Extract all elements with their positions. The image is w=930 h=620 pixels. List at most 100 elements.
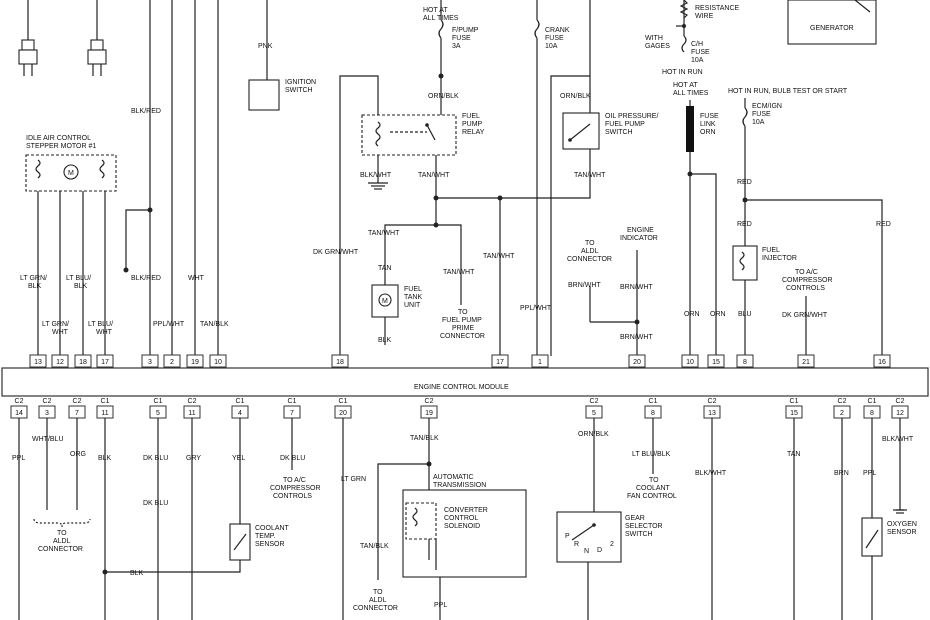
svg-text:PPL/WHT: PPL/WHT bbox=[520, 305, 552, 312]
svg-text:DK GRN/WHT: DK GRN/WHT bbox=[782, 312, 828, 319]
engine-control-module: ENGINE CONTROL MODULE bbox=[1, 367, 929, 397]
ecm-bottom-pin-number: 11 bbox=[101, 410, 108, 417]
oxygen-sensor bbox=[861, 517, 883, 557]
svg-text:LT BLU/BLK: LT BLU/BLK bbox=[632, 451, 671, 458]
gear-selector-switch bbox=[556, 511, 622, 563]
ecm-bottom-pin-connector: C1 bbox=[790, 398, 799, 405]
ecm-top-pin-number: 16 bbox=[878, 359, 886, 366]
ecm-bottom-pin-number: 5 bbox=[156, 410, 160, 417]
ecm-top-pin bbox=[74, 354, 92, 368]
svg-text:DK GRN/WHT: DK GRN/WHT bbox=[313, 249, 359, 256]
svg-text:WHT/BLU: WHT/BLU bbox=[32, 436, 64, 443]
ecm-bottom-pin-connector: C2 bbox=[838, 398, 847, 405]
ecm-top-pin bbox=[51, 354, 69, 368]
ecm-top-pin-number: 21 bbox=[802, 359, 810, 366]
svg-text:M: M bbox=[382, 298, 388, 305]
red-3: RED bbox=[876, 221, 891, 228]
brn-wht-2: BRN/WHT bbox=[620, 284, 653, 291]
svg-text:YEL: YEL bbox=[232, 455, 245, 462]
fuel-pump-relay bbox=[361, 114, 457, 156]
gear-r: R bbox=[574, 541, 579, 548]
svg-text:ORN: ORN bbox=[684, 311, 700, 318]
ecm-top-pin-number: 18 bbox=[79, 359, 87, 366]
ecm-top-pin-number: 8 bbox=[743, 359, 747, 366]
ecm-bottom-pin-number: 12 bbox=[896, 410, 904, 417]
red-2: RED bbox=[737, 221, 752, 228]
ecm-bottom-pin-connector: C2 bbox=[15, 398, 24, 405]
hot-in-run-bulb-label: HOT IN RUN, BULB TEST OR START bbox=[728, 88, 848, 95]
ecm-top-pin bbox=[491, 354, 509, 368]
svg-text:BRN: BRN bbox=[834, 470, 849, 477]
ecm-bottom-pin-number: 2 bbox=[840, 410, 844, 417]
ecm-top-pin-number: 20 bbox=[633, 359, 641, 366]
svg-text:TAN/BLK: TAN/BLK bbox=[410, 435, 439, 442]
ecm-bottom-pin-connector: C1 bbox=[339, 398, 348, 405]
ecm-bottom-pin-connector: C2 bbox=[73, 398, 82, 405]
svg-text:DK BLU: DK BLU bbox=[280, 455, 305, 462]
ecm-top-pin-number: 17 bbox=[496, 359, 504, 366]
ecm-bottom-pin-connector: C2 bbox=[590, 398, 599, 405]
ecm-bottom-pin-number: 5 bbox=[592, 410, 596, 417]
blk-wht-relay: BLK/WHT bbox=[360, 172, 392, 179]
ecm-bottom-pin-number: 14 bbox=[15, 410, 23, 417]
svg-text:BLK/WHT: BLK/WHT bbox=[695, 470, 727, 477]
tan-label: TAN bbox=[378, 265, 391, 272]
ecm-bottom-pin-connector: C1 bbox=[288, 398, 297, 405]
ecm-top-pin-number: 2 bbox=[170, 359, 174, 366]
ecm-top-pin bbox=[209, 354, 227, 368]
generator: GENERATOR bbox=[787, 0, 877, 45]
red-1: RED bbox=[737, 179, 752, 186]
ecm-top-pin bbox=[141, 354, 159, 368]
ecm-bottom-pin-connector: C1 bbox=[154, 398, 163, 405]
ecm-top-pin-number: 10 bbox=[686, 359, 694, 366]
svg-text:M: M bbox=[68, 170, 74, 177]
ecm-top-pin bbox=[29, 354, 47, 368]
ecm-bottom-pin-number: 15 bbox=[790, 410, 798, 417]
ecm-title: ENGINE CONTROL MODULE bbox=[414, 384, 509, 391]
svg-text:WHT: WHT bbox=[188, 275, 205, 282]
svg-text:LT GRN/BLK: LT GRN/BLK bbox=[20, 275, 47, 290]
ecm-bottom-pin-number: 11 bbox=[188, 410, 195, 417]
blk-label: BLK bbox=[378, 337, 392, 344]
tan-wht-relay: TAN/WHT bbox=[418, 172, 450, 179]
gear-n: N bbox=[584, 548, 589, 555]
ppl-lower: PPL bbox=[434, 602, 447, 609]
tan-wht-4: TAN/WHT bbox=[483, 253, 515, 260]
ecm-bottom-pin-number: 4 bbox=[238, 410, 242, 417]
ecm-bottom-pin-connector: C1 bbox=[868, 398, 877, 405]
ecm-top-pin bbox=[736, 354, 754, 368]
ecm-top-pin-number: 17 bbox=[101, 359, 109, 366]
ecm-bottom-pin-number: 3 bbox=[45, 410, 49, 417]
ecm-bottom-pin-number: 13 bbox=[708, 410, 716, 417]
svg-text:TAN: TAN bbox=[787, 451, 800, 458]
ecm-top-pin bbox=[681, 354, 699, 368]
ecm-top-pin-number: 10 bbox=[214, 359, 222, 366]
tan-wht-2: TAN/WHT bbox=[368, 230, 400, 237]
tan-wht-switch: TAN/WHT bbox=[574, 172, 606, 179]
svg-text:LT BLU/WHT: LT BLU/WHT bbox=[88, 321, 113, 336]
orn-blk-2: ORN/BLK bbox=[560, 93, 591, 100]
